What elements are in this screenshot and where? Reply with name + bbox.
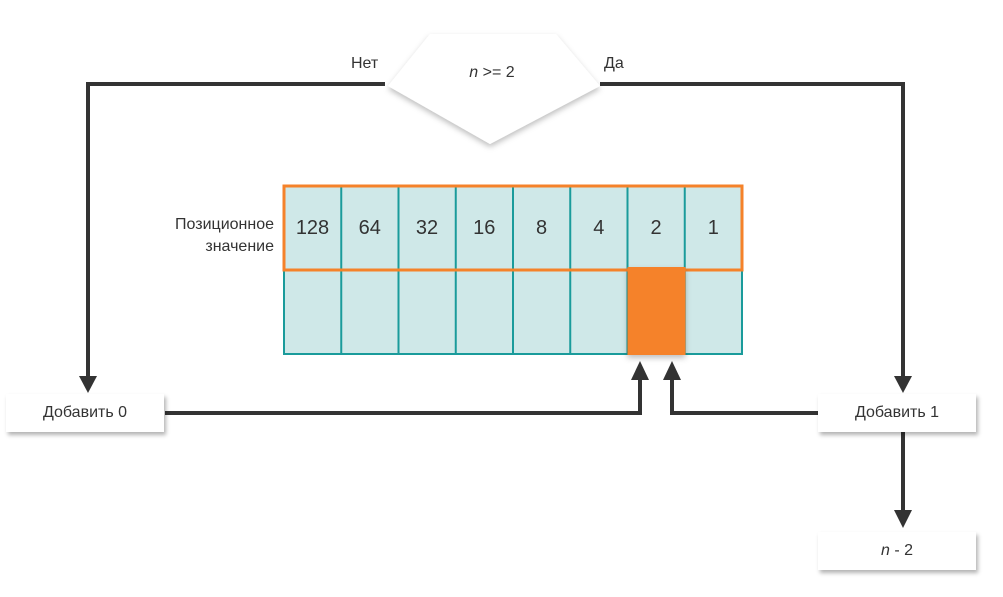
place-value-cell: 2 xyxy=(650,216,662,239)
subtract-variable: n xyxy=(880,542,890,559)
arrow-head-cell-right xyxy=(663,361,681,380)
place-value-cell: 64 xyxy=(358,216,381,239)
place-value-label: Позиционное значение xyxy=(150,214,274,258)
decision-diamond xyxy=(388,34,600,144)
arrow-head-minus xyxy=(894,510,912,528)
place-value-row-outline xyxy=(282,184,744,272)
place-value-label-line2: значение xyxy=(205,238,274,255)
arrow-head-add0 xyxy=(79,376,97,393)
add-one-label: Добавить 1 xyxy=(854,404,940,421)
highlighted-bit-cell xyxy=(627,267,686,355)
arrow-head-cell-left xyxy=(631,361,649,380)
place-value-cell: 4 xyxy=(593,216,605,239)
condition-variable: n xyxy=(469,64,479,81)
arrow-head-add1 xyxy=(894,376,912,393)
decision-condition: n >= 2 xyxy=(430,64,554,82)
add1-to-cell-line xyxy=(670,378,818,415)
place-value-cell: 1 xyxy=(707,216,719,239)
subtract-box: n - 2 xyxy=(818,532,976,570)
place-value-cell: 32 xyxy=(415,216,439,239)
place-value-cell: 8 xyxy=(535,216,548,239)
no-label: Нет xyxy=(351,55,379,72)
add-one-box: Добавить 1 xyxy=(818,394,976,432)
subtract-operator: - 2 xyxy=(889,542,914,559)
place-value-cell: 128 xyxy=(295,216,330,239)
condition-operator: >= 2 xyxy=(482,64,515,81)
yes-branch-line xyxy=(600,82,905,380)
place-value-label-line1: Позиционное xyxy=(175,216,274,233)
no-branch-line xyxy=(86,82,385,380)
add-zero-box: Добавить 0 xyxy=(6,394,164,432)
add-zero-label: Добавить 0 xyxy=(42,404,128,421)
yes-label: Да xyxy=(604,55,624,72)
place-value-cell: 16 xyxy=(473,216,496,239)
add0-to-cell-line xyxy=(165,378,642,415)
